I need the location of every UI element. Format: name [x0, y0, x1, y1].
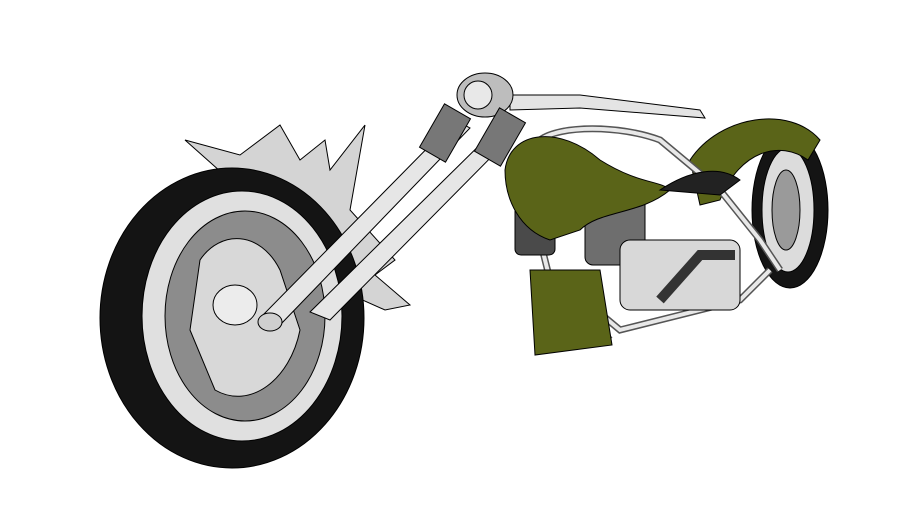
rear-wheel: [751, 131, 829, 289]
seat: [658, 170, 741, 196]
front-wheel: [99, 167, 365, 469]
front-forks: [257, 103, 527, 332]
handlebar: [509, 94, 706, 119]
headlight: [456, 72, 514, 118]
lower-fairing: [529, 269, 613, 356]
